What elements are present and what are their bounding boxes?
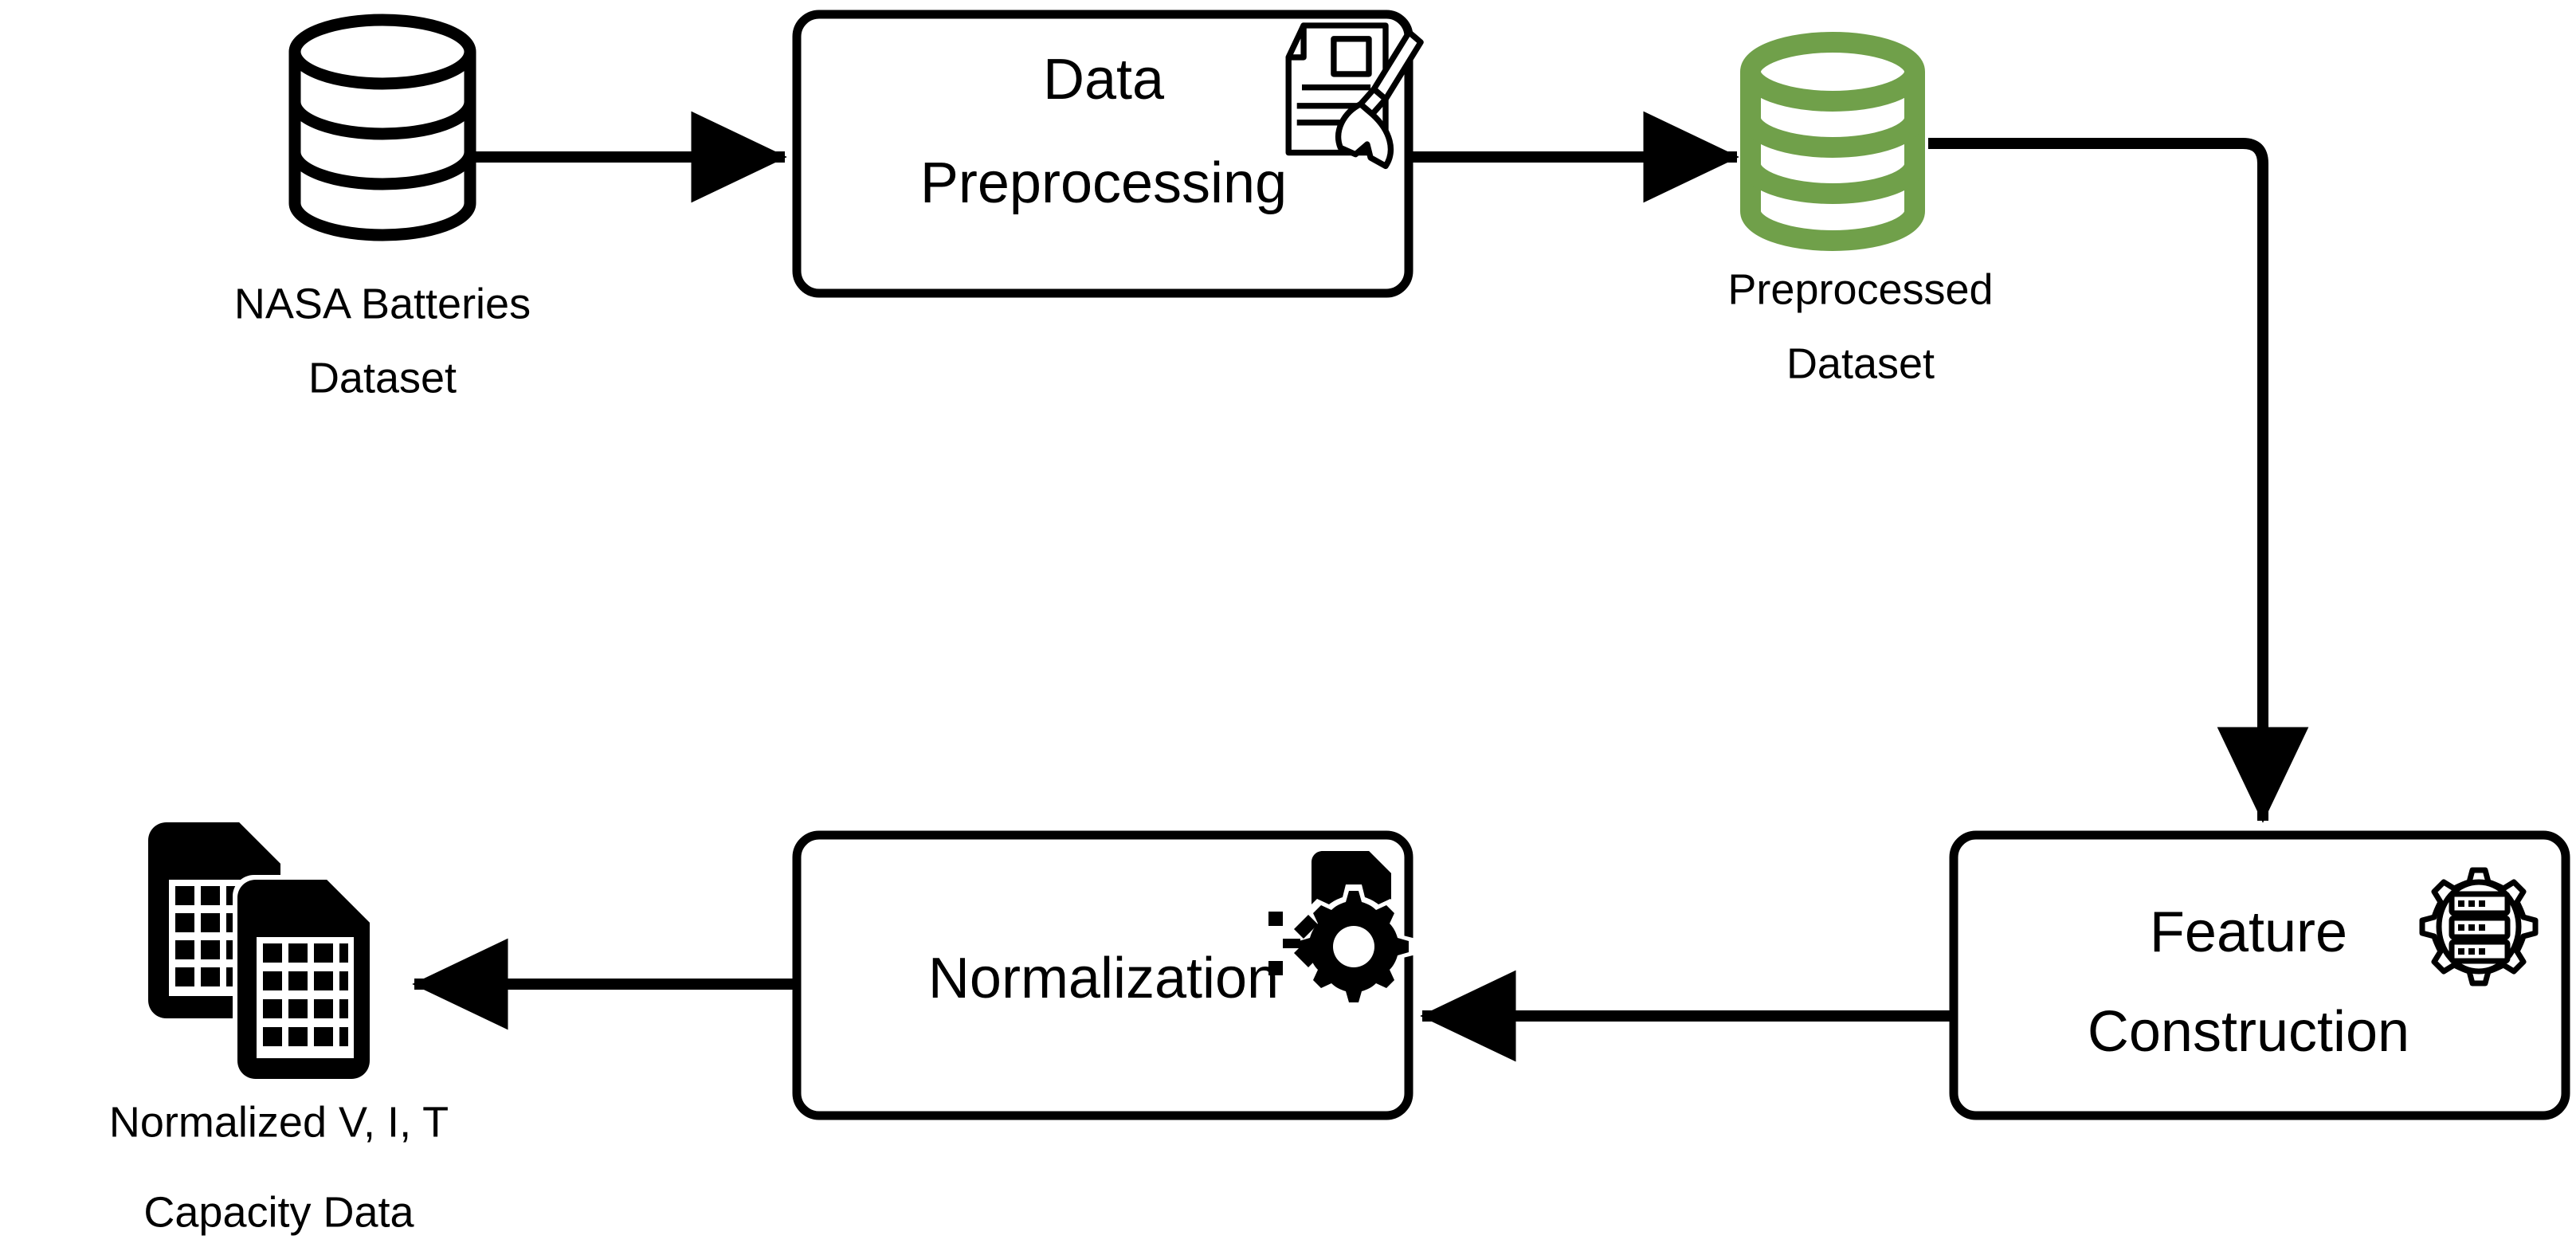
feature-construction-label-line1: Feature	[2150, 900, 2347, 964]
database-cylinder-icon	[288, 14, 476, 241]
nasa-dataset-caption-line1: NASA Batteries	[234, 280, 531, 327]
node-normalized-output[interactable]	[148, 822, 374, 1084]
edge-preprocessed-to-feature-construction	[1928, 138, 2309, 823]
node-nasa-dataset[interactable]	[288, 14, 476, 241]
feature-construction-label-line2: Construction	[2088, 1000, 2409, 1064]
node-preprocessed-dataset[interactable]	[1740, 32, 1925, 251]
spreadsheet-documents-icon	[148, 822, 374, 1084]
database-cylinder-icon	[1740, 32, 1925, 251]
normalization-label: Normalization	[928, 947, 1279, 1010]
data-preprocessing-label-line2: Preprocessing	[920, 151, 1287, 215]
preprocessed-dataset-caption-line1: Preprocessed	[1727, 265, 1993, 313]
gear-server-stack-icon	[2419, 867, 2539, 986]
document-broom-clean-icon	[1285, 22, 1424, 170]
normalized-output-caption-line2: Capacity Data	[143, 1188, 414, 1236]
normalized-output-caption-line1: Normalized V, I, T	[109, 1098, 449, 1146]
nasa-dataset-caption-line2: Dataset	[308, 354, 457, 402]
preprocessed-dataset-caption-line2: Dataset	[1786, 339, 1935, 387]
document-gear-icon	[1268, 851, 1416, 1009]
data-preprocessing-label-line1: Data	[1043, 48, 1165, 112]
node-normalization[interactable]: Normalization	[792, 830, 1416, 1120]
node-feature-construction[interactable]: Feature Construction	[1949, 830, 2570, 1120]
node-data-preprocessing[interactable]: Data Preprocessing	[792, 10, 1424, 298]
